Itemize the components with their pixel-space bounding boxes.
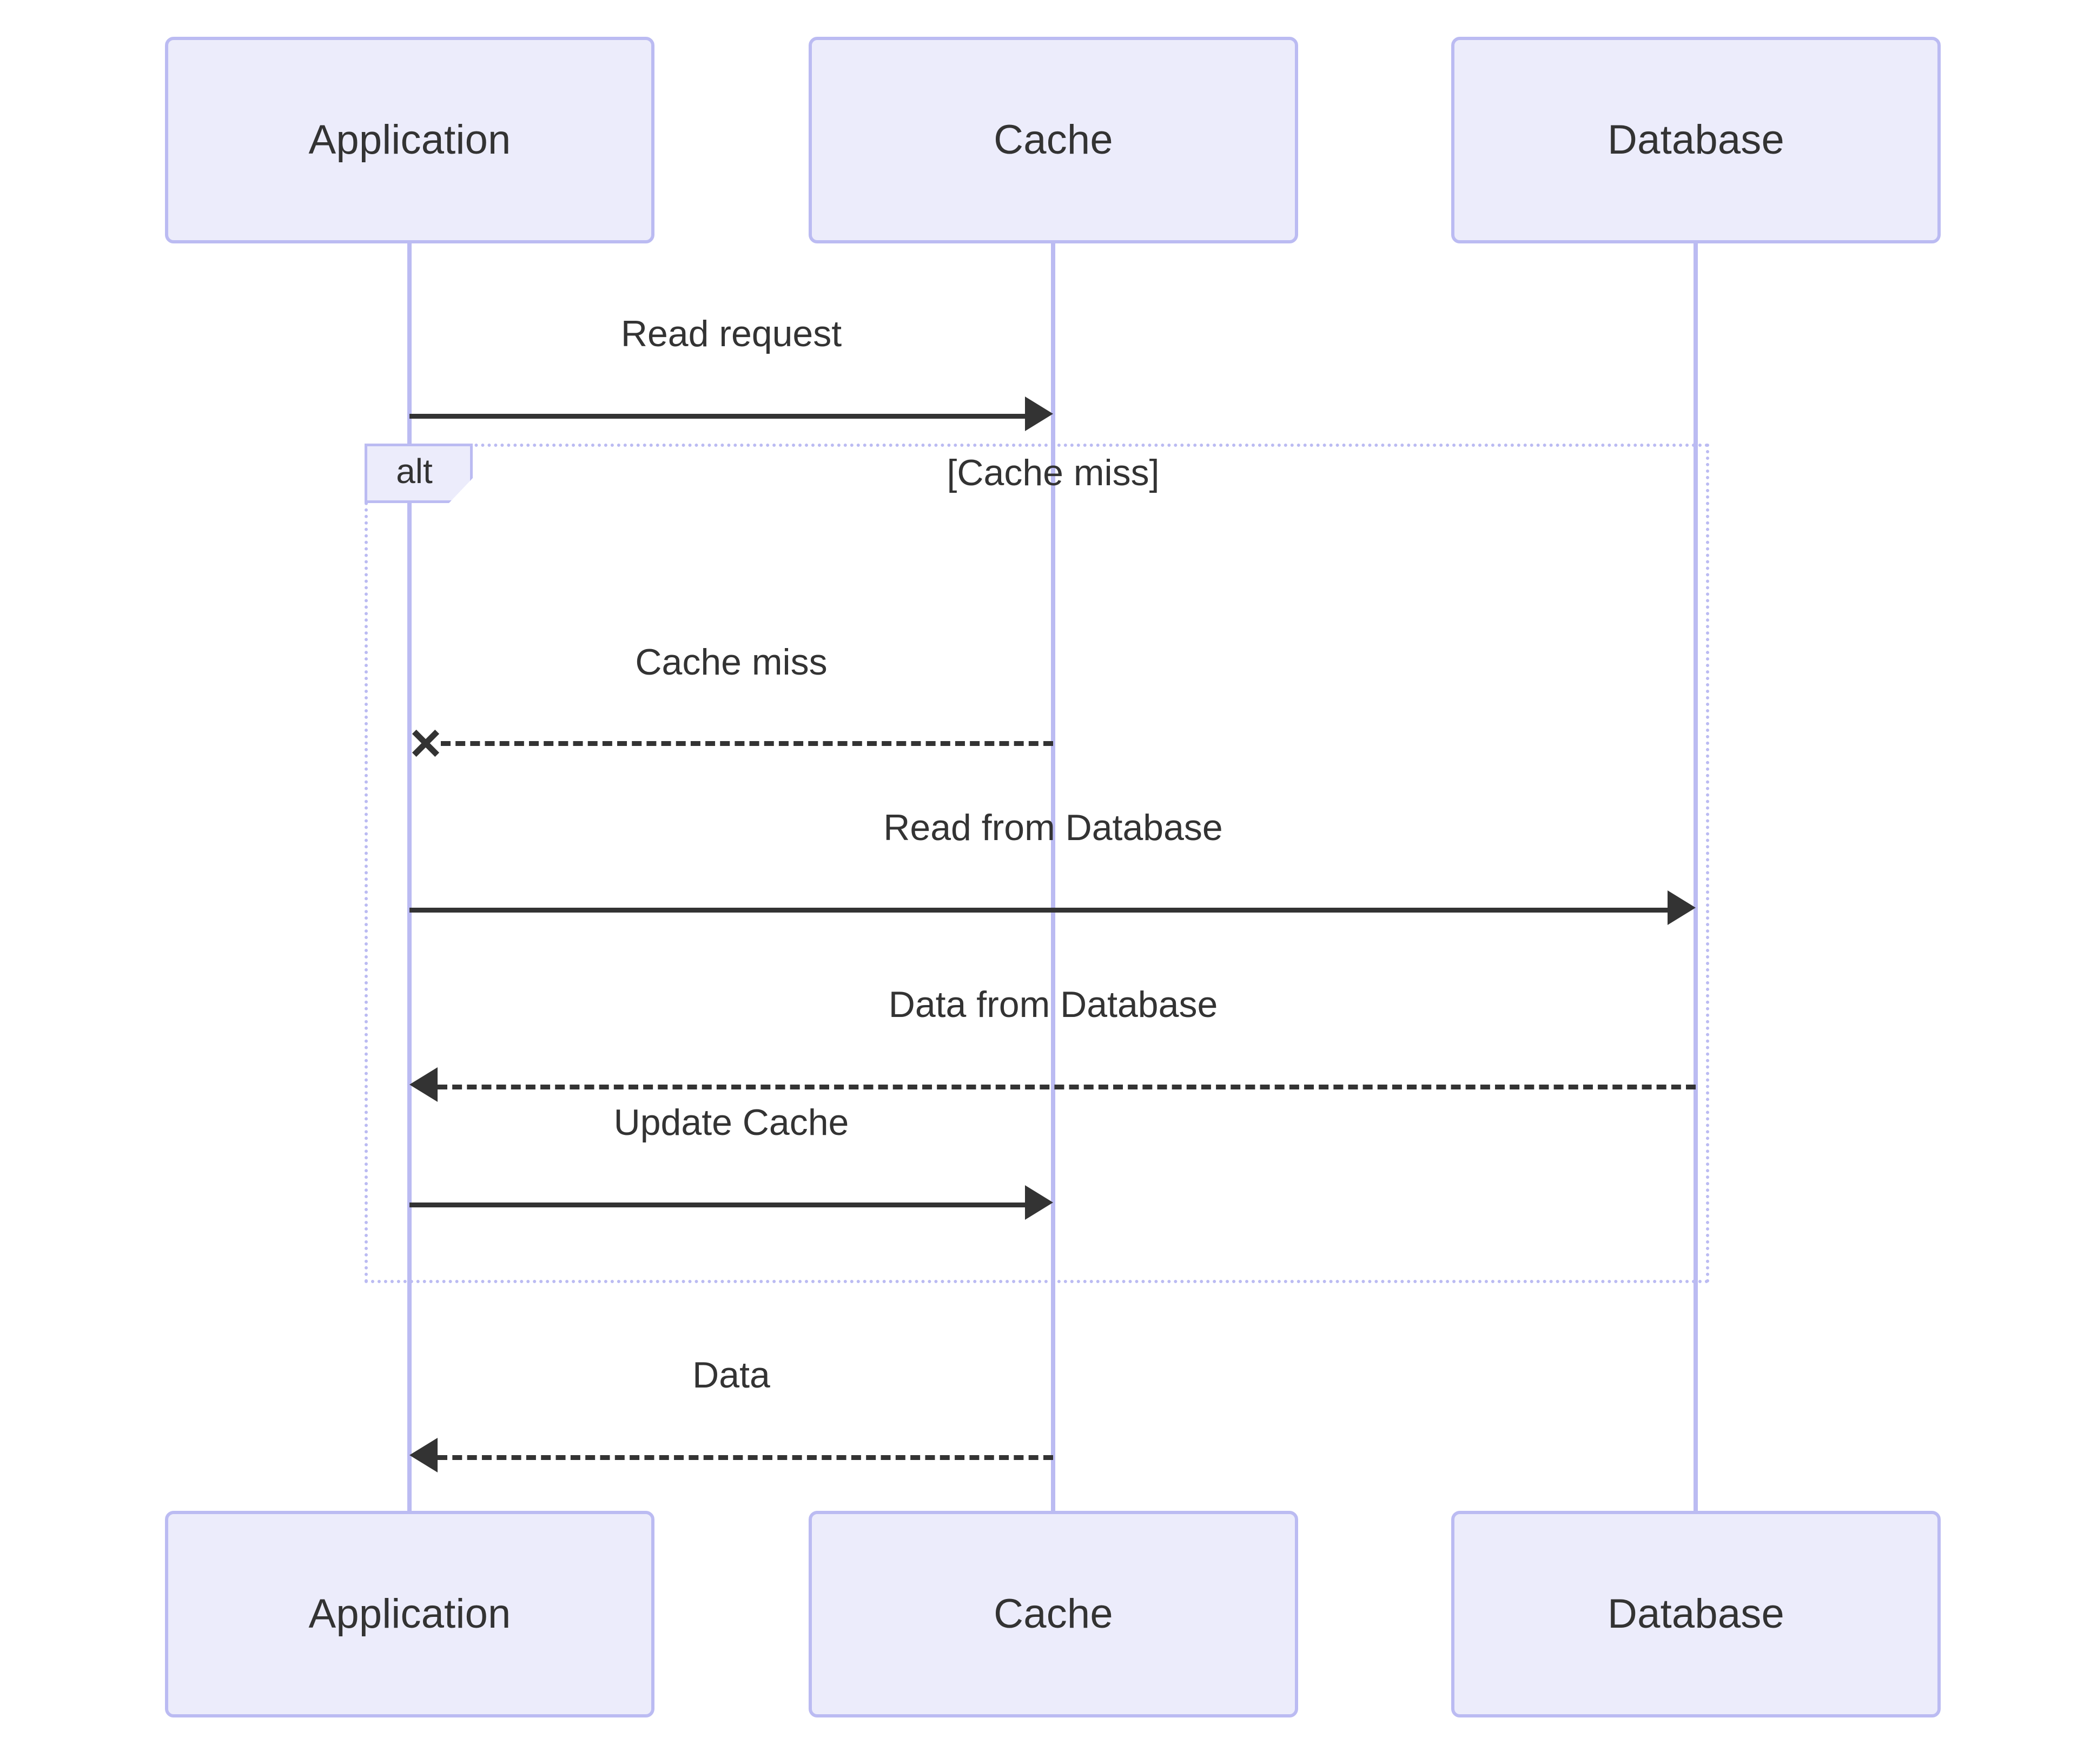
participant-box-cache-top[interactable]: Cache bbox=[809, 37, 1298, 243]
message-line-update-cache bbox=[409, 1203, 1025, 1207]
participant-box-database-bottom[interactable]: Database bbox=[1451, 1511, 1941, 1717]
message-label-data-from-database: Data from Database bbox=[888, 984, 1218, 1025]
participant-box-application-bottom[interactable]: Application bbox=[165, 1511, 654, 1717]
cross-terminator-icon-cache-miss bbox=[409, 727, 442, 759]
arrowhead-read-request bbox=[1025, 397, 1053, 431]
lifeline-cache bbox=[1051, 243, 1055, 1511]
lifeline-application bbox=[407, 243, 412, 1511]
alt-fragment-keyword: alt bbox=[396, 452, 433, 491]
message-label-read-from-database: Read from Database bbox=[883, 807, 1223, 848]
message-line-read-from-database bbox=[409, 908, 1668, 913]
message-line-cache-miss bbox=[441, 741, 1053, 746]
participant-label-database-top: Database bbox=[1608, 117, 1784, 163]
participant-box-cache-bottom[interactable]: Cache bbox=[809, 1511, 1298, 1717]
participant-box-database-top[interactable]: Database bbox=[1451, 37, 1941, 243]
participant-box-application-top[interactable]: Application bbox=[165, 37, 654, 243]
message-line-read-request bbox=[409, 414, 1025, 419]
message-label-read-request: Read request bbox=[620, 313, 842, 354]
participant-label-cache-bottom: Cache bbox=[994, 1591, 1113, 1637]
participant-label-cache-top: Cache bbox=[994, 117, 1113, 163]
arrowhead-read-from-database bbox=[1668, 890, 1696, 925]
message-line-data bbox=[438, 1455, 1053, 1460]
participant-label-application-bottom: Application bbox=[308, 1591, 511, 1637]
alt-fragment-box bbox=[365, 444, 1709, 1283]
arrowhead-data-from-database bbox=[409, 1067, 438, 1102]
message-line-data-from-database bbox=[438, 1085, 1696, 1089]
message-label-data: Data bbox=[692, 1355, 770, 1396]
alt-fragment-tag: alt bbox=[365, 444, 473, 503]
arrowhead-data bbox=[409, 1438, 438, 1472]
alt-fragment-condition: [Cache miss] bbox=[947, 452, 1160, 493]
message-label-update-cache: Update Cache bbox=[613, 1102, 849, 1143]
lifeline-database bbox=[1694, 243, 1698, 1511]
arrowhead-update-cache bbox=[1025, 1185, 1053, 1220]
participant-label-application-top: Application bbox=[308, 117, 511, 163]
message-label-cache-miss: Cache miss bbox=[635, 642, 828, 683]
participant-label-database-bottom: Database bbox=[1608, 1591, 1784, 1637]
